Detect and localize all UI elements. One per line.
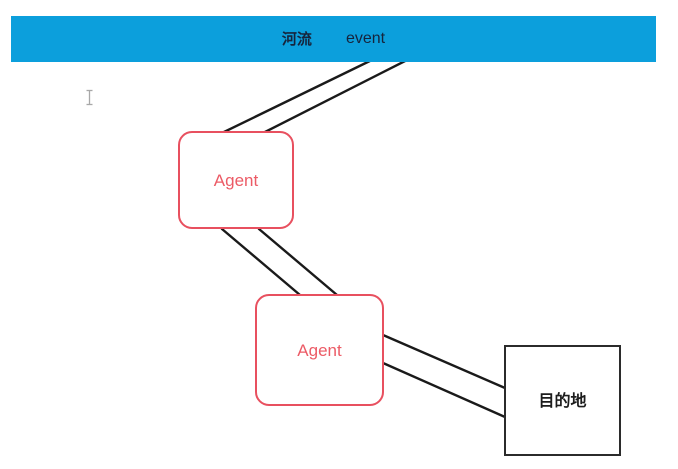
edge-agent1-agent2-b [257,227,339,297]
node-destination-label: 目的地 [538,390,587,410]
node-agent-2-label: Agent [297,340,342,360]
edge-agent1-agent2-a [220,227,302,297]
node-agent-2[interactable]: Agent [255,294,384,406]
edge-agent2-destination-a [381,333,507,390]
banner-label-river: 河流 [281,29,312,48]
banner-label-event: event [345,30,386,47]
node-agent-1[interactable]: Agent [178,131,294,229]
top-banner: 河流 event [11,16,656,62]
edge-agent1-banner-b [263,55,415,134]
edge-agent2-destination-b [381,361,507,419]
text-ibeam-cursor [86,89,93,106]
node-destination[interactable]: 目的地 [504,345,621,456]
edge-agent1-banner-a [222,56,378,134]
node-agent-1-label: Agent [213,170,259,190]
